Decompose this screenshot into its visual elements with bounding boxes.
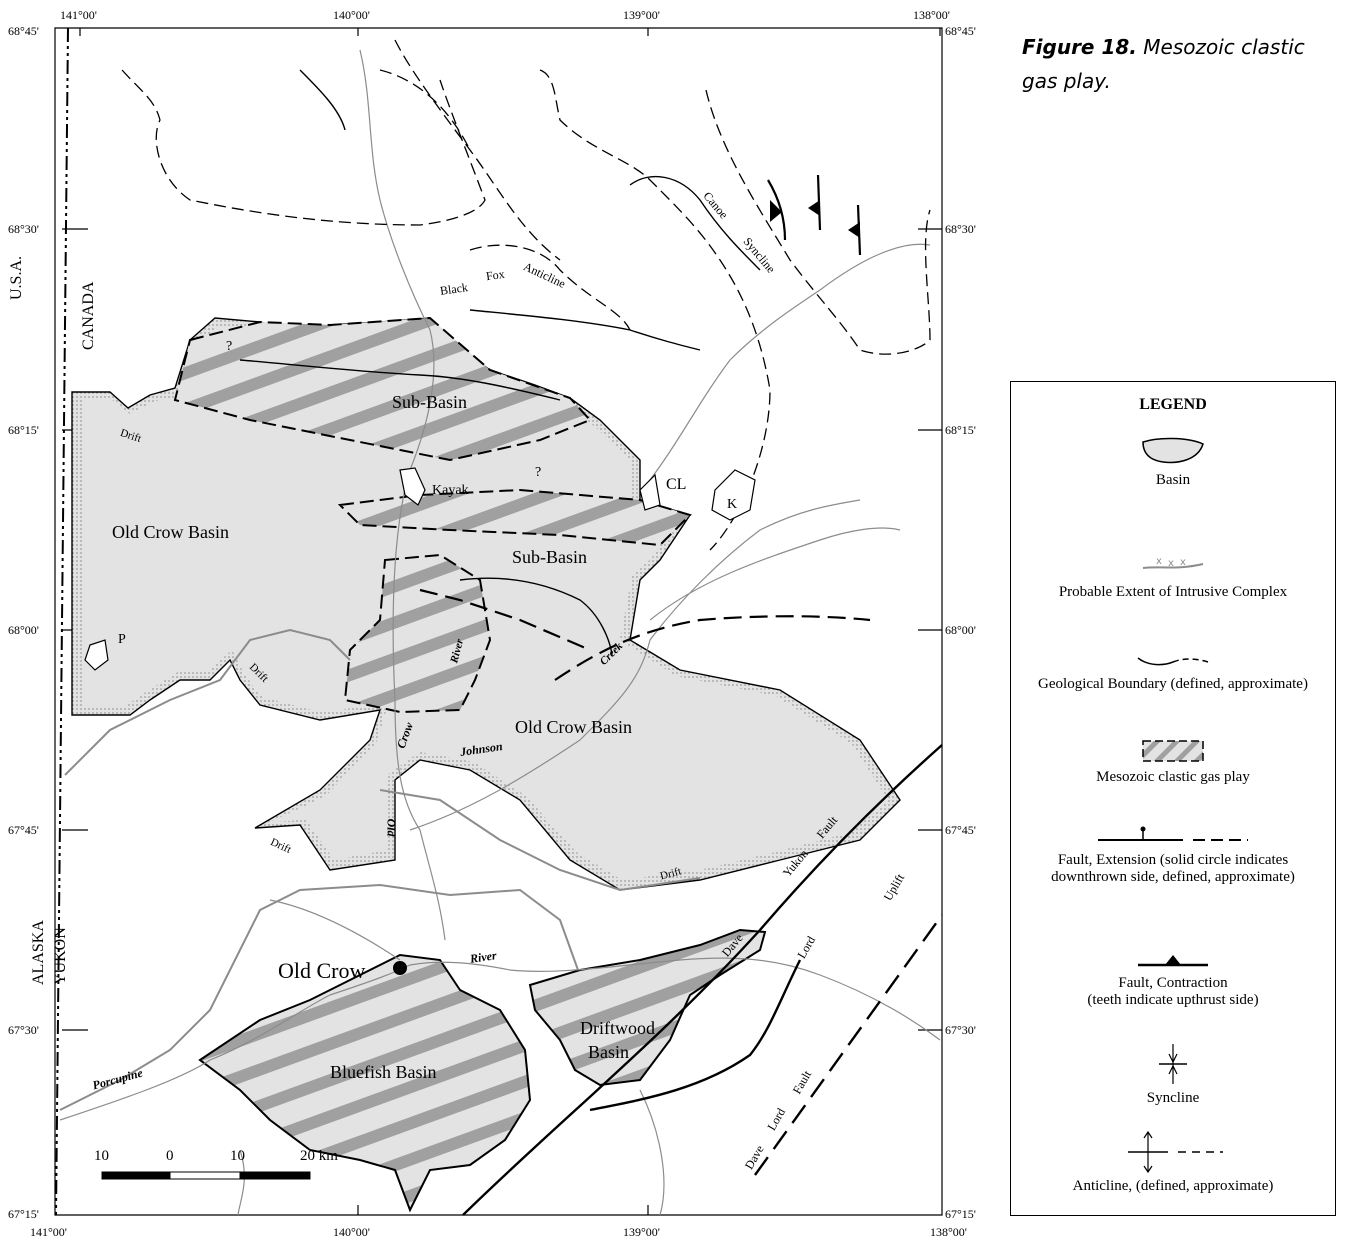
- extension-fault-symbol-icon: [1098, 826, 1248, 841]
- contraction-teeth: [770, 200, 860, 238]
- label-alaska: ALASKA: [30, 920, 47, 985]
- left-lat-3: 68°15': [8, 423, 39, 437]
- scale-bar: [101, 1171, 311, 1180]
- label-sub-basin-mid: Sub-Basin: [512, 547, 588, 567]
- old-crow-basin-fill: [82, 326, 888, 880]
- label-p: P: [118, 632, 126, 647]
- rivers: [59, 49, 941, 1216]
- scale-label-0: 10: [94, 1148, 109, 1164]
- bottom-lon-4: 138°00': [930, 1225, 967, 1239]
- bottom-lon-1: 141°00': [30, 1225, 67, 1239]
- map-frame: [54, 27, 943, 1216]
- fold-axes: [239, 69, 761, 656]
- left-lat-6: 67°30': [8, 1023, 39, 1037]
- legend: LEGEND Basin x x x Probable Extent of In…: [1010, 381, 1336, 1216]
- gas-play-symbol-icon: [1142, 740, 1204, 762]
- right-lat-2: 68°30': [945, 222, 976, 236]
- label-k: K: [727, 497, 738, 512]
- scale-label-1: 0: [166, 1148, 174, 1164]
- geologic-map: [54, 27, 943, 1216]
- label-old: Old: [384, 818, 399, 837]
- syncline-symbol-icon: [1159, 1044, 1187, 1084]
- legend-item-contraction-fault: Fault, Contraction (teeth indicate upthr…: [1011, 947, 1335, 1009]
- label-sub-basin-north: Sub-Basin: [392, 392, 468, 412]
- svg-text:x: x: [1168, 558, 1174, 569]
- legend-item-intrusive: x x x Probable Extent of Intrusive Compl…: [1011, 552, 1335, 601]
- left-lat-1: 68°45': [8, 24, 39, 38]
- old-crow-town-marker: [393, 961, 407, 975]
- contraction-fault-symbol-icon: [1138, 955, 1208, 967]
- contraction-faults: [767, 174, 862, 256]
- geologic-boundary-symbol-icon: [1137, 657, 1209, 666]
- label-question-2: ?: [535, 465, 542, 480]
- label-old-crow-basin-east: Old Crow Basin: [515, 717, 632, 737]
- right-lat-6: 67°30': [945, 1023, 976, 1037]
- scale-label-2: 10: [230, 1148, 245, 1164]
- top-lon-4: 138°00': [913, 8, 950, 22]
- svg-text:x: x: [1180, 557, 1186, 568]
- figure-caption-text: Mesozoic clastic gas play.: [1022, 35, 1305, 93]
- intrusive-complex-boundary: [59, 628, 701, 1111]
- label-old-crow-town: Old Crow: [278, 958, 366, 983]
- fault-dashed: [754, 914, 943, 1176]
- legend-item-basin: Basin: [1011, 432, 1335, 489]
- left-lat-7: 67°15': [8, 1207, 39, 1221]
- top-lon-3: 139°00': [623, 8, 660, 22]
- legend-item-syncline: Syncline: [1011, 1042, 1335, 1107]
- legend-item-extension-fault: Fault, Extension (solid circle indicates…: [1011, 822, 1335, 886]
- extension-faults: [419, 588, 871, 681]
- top-lon-1: 141°00': [60, 8, 97, 22]
- label-usa: U.S.A.: [8, 255, 25, 300]
- figure-caption: Figure 18. Mesozoic clastic gas play.: [1022, 30, 1337, 98]
- label-fox: Fox: [485, 266, 506, 284]
- right-lat-4: 68°00': [945, 623, 976, 637]
- legend-title: LEGEND: [1139, 396, 1207, 413]
- left-lat-5: 67°45': [8, 823, 39, 837]
- bottom-lon-2: 140°00': [333, 1225, 370, 1239]
- lake-kayak: [399, 467, 426, 506]
- label-yukon: YUKON: [52, 927, 69, 985]
- label-bluefish-basin: Bluefish Basin: [330, 1062, 437, 1082]
- lake-k: [711, 469, 756, 521]
- bottom-lon-3: 139°00': [623, 1225, 660, 1239]
- lake-cl: [639, 473, 661, 511]
- legend-item-anticline: Anticline, (defined, approximate): [1011, 1130, 1335, 1195]
- lake-p: [84, 639, 109, 671]
- right-lat-5: 67°45': [945, 823, 976, 837]
- legend-item-gas-play: Mesozoic clastic gas play: [1011, 737, 1335, 786]
- figure-label: Figure 18.: [1022, 35, 1137, 59]
- faults: [462, 744, 943, 1216]
- gas-play-middle: [337, 488, 692, 547]
- gas-play-north: [173, 316, 592, 462]
- label-kayak: Kayak: [432, 483, 469, 498]
- anticline-symbol-icon: [1128, 1130, 1223, 1174]
- top-lon-2: 140°00': [333, 8, 370, 22]
- bluefish-basin: [198, 953, 532, 1213]
- svg-text:x: x: [1156, 556, 1162, 567]
- legend-item-geological-boundary: Geological Boundary (defined, approximat…: [1011, 650, 1335, 693]
- basin-symbol-icon: [1142, 437, 1204, 464]
- intrusive-complex-symbol-icon: x x x: [1142, 556, 1204, 569]
- right-lat-1: 68°45': [945, 24, 976, 38]
- label-driftwood-1: Driftwood: [580, 1018, 655, 1038]
- geologic-boundaries: [121, 39, 931, 551]
- label-old-crow-basin-west: Old Crow Basin: [112, 522, 229, 542]
- right-lat-7: 67°15': [945, 1207, 976, 1221]
- left-lat-2: 68°30': [8, 222, 39, 236]
- right-lat-3: 68°15': [945, 423, 976, 437]
- international-boundary: [55, 27, 69, 1216]
- left-lat-4: 68°00': [8, 623, 39, 637]
- gas-play-south: [343, 553, 492, 714]
- label-driftwood-2: Basin: [588, 1042, 630, 1062]
- scale-label-3: 20 km: [300, 1148, 338, 1164]
- label-question-1: ?: [226, 339, 233, 354]
- label-canada: CANADA: [80, 281, 97, 350]
- label-cl: CL: [666, 476, 687, 493]
